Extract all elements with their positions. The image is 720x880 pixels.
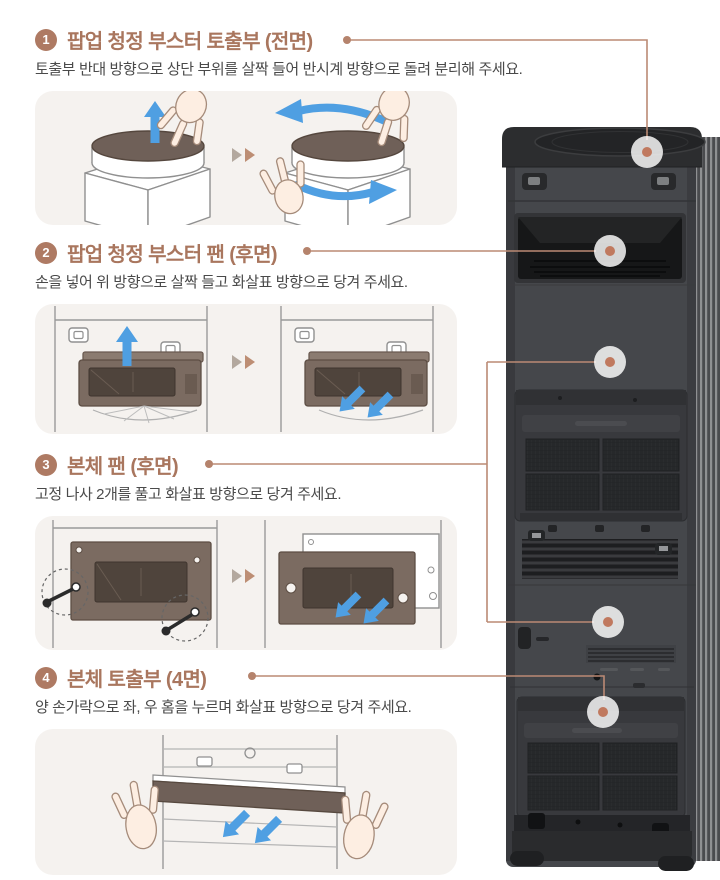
step-2-title: 팝업 청정 부스터 팬 (후면): [67, 244, 278, 266]
step-1-description: 토출부 반대 방향으로 상단 부위를 살짝 들어 반시계 방향으로 돌려 분리해…: [35, 61, 523, 78]
step-2: 2 팝업 청정 부스터 팬 (후면) 손을 넣어 위 방향으로 살짝 들고 화살…: [35, 240, 457, 434]
step-3: 3 본체 팬 (후면) 고정 나사 2개를 풀고 화살표 방향으로 당겨 주세요…: [35, 452, 457, 650]
product-base: [510, 813, 694, 871]
screw-icon: [165, 612, 195, 632]
screw-icon: [45, 586, 77, 604]
hand-icon: [341, 790, 389, 860]
step-3-title: 본체 팬 (후면): [67, 456, 179, 478]
step-2-header: 2 팝업 청정 부스터 팬 (후면): [35, 240, 457, 266]
step-4-number-badge: 4: [35, 666, 57, 689]
step-2-description: 손을 넣어 위 방향으로 살짝 들고 화살표 방향으로 당겨 주세요.: [35, 274, 408, 291]
screw-focus-circle: [41, 568, 89, 616]
up-arrow-icon: [144, 101, 166, 143]
step-1-title: 팝업 청정 부스터 토출부 (전면): [67, 31, 313, 53]
remove-outlet-panel-drawing: [152, 735, 346, 869]
step-4-description: 양 손가락으로 좌, 우 홈을 누르며 화살표 방향으로 당겨 주세요.: [35, 699, 412, 716]
lift-disc-drawing: [84, 130, 211, 225]
step-4-title: 본체 토출부 (4면): [67, 669, 207, 691]
step-2-number-badge: 2: [35, 241, 57, 264]
hand-icon: [156, 91, 208, 148]
step-1: 1 팝업 청정 부스터 토출부 (전면) 토출부 반대 방향으로 상단 부위를 …: [35, 27, 523, 225]
upper-latches: [522, 173, 676, 190]
pull-fan-drawing: [264, 520, 442, 648]
step-4: 4 본체 토출부 (4면) 양 손가락으로 좌, 우 홈을 누르며 화살표 방향…: [35, 665, 457, 875]
double-chevron-right-icon: [232, 148, 255, 162]
step-2-illustration-panel: [35, 304, 457, 434]
hand-icon: [111, 780, 159, 850]
screw-focus-circle: [161, 594, 209, 642]
step-1-header: 1 팝업 청정 부스터 토출부 (전면): [35, 27, 457, 53]
step-3-header: 3 본체 팬 (후면): [35, 452, 457, 478]
hand-icon: [259, 157, 305, 215]
step-3-illustration-panel: [35, 516, 457, 650]
bottom-filter-panel: [516, 696, 686, 818]
step-3-number-badge: 3: [35, 453, 57, 476]
up-arrow-icon: [116, 326, 138, 366]
air-purifier-illustration: [502, 127, 720, 871]
step-3-description: 고정 나사 2개를 풀고 화살표 방향으로 당겨 주세요.: [35, 486, 342, 503]
step-1-illustration-panel: [35, 91, 457, 225]
double-chevron-right-icon: [232, 569, 255, 583]
rear-fan-opening: [514, 213, 686, 283]
pull-arrows-icon: [222, 809, 283, 844]
air-purifier-rear-view-image: [500, 115, 720, 875]
step-4-header: 4 본체 토출부 (4면): [35, 665, 457, 691]
step-4-illustration-panel: [35, 729, 457, 875]
booster-fan-lift-drawing: [54, 306, 208, 432]
upper-filter-panel: [514, 389, 688, 522]
booster-fan-pull-drawing: [280, 306, 434, 432]
popup-booster-disc: [534, 127, 706, 157]
step-1-number-badge: 1: [35, 28, 57, 51]
unscrew-fan-drawing: [41, 520, 218, 648]
side-fins: [693, 137, 720, 861]
double-chevron-right-icon: [232, 355, 255, 369]
